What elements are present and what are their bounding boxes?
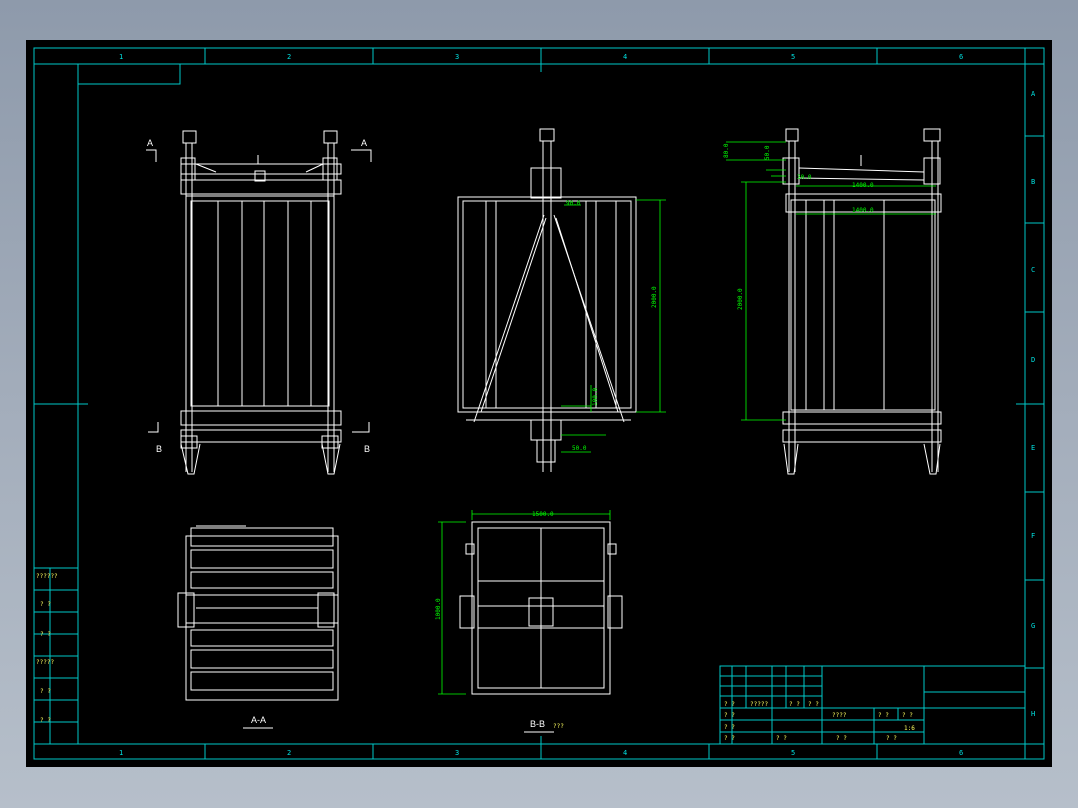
- col-label: 4: [623, 53, 627, 61]
- dim-plan-depth: 1000.0: [435, 598, 442, 620]
- section-bb-view: [459, 521, 623, 695]
- row-label: B: [1031, 178, 1035, 186]
- col-label: 6: [959, 53, 963, 61]
- title-cell: ? ?: [724, 701, 735, 708]
- right-view-dims: [726, 141, 936, 421]
- row-label: A: [1031, 90, 1036, 98]
- dim-side-small: 90.0: [566, 200, 581, 207]
- dim-right-top-a: 80.0: [723, 143, 730, 158]
- row-label: E: [1031, 444, 1035, 452]
- dim-side-base: 50.0: [572, 445, 587, 452]
- row-label: F: [1031, 532, 1035, 540]
- col-label: 3: [455, 749, 459, 757]
- dim-right-top-b: 50.0: [764, 145, 771, 160]
- col-label: 5: [791, 53, 795, 61]
- section-marker-b: B: [156, 444, 162, 454]
- row-label: G: [1031, 622, 1035, 630]
- title-cell: ? ?: [724, 712, 735, 719]
- section-marker-a: A: [147, 138, 153, 148]
- col-label: 1: [119, 749, 123, 757]
- section-marker-a: A: [361, 138, 367, 148]
- row-label: H: [1031, 710, 1035, 718]
- row-label: D: [1031, 356, 1035, 364]
- left-panel-label: ?????: [36, 659, 54, 666]
- section-bb-dims: [438, 510, 611, 695]
- cad-drawing: 1 2 3 4 5 6 1 2 3 4 5 6 A B C D E F G H …: [33, 47, 1045, 760]
- title-block: [719, 665, 1026, 745]
- section-aa-label: A-A: [251, 715, 266, 725]
- title-cell: ????: [832, 712, 847, 719]
- col-label: 6: [959, 749, 963, 757]
- title-cell: ? ?: [878, 712, 889, 719]
- title-cell: ? ?: [789, 701, 800, 708]
- section-bb-label: B-B: [530, 719, 545, 729]
- col-label: 4: [623, 749, 627, 757]
- left-panel-label: ? ?: [40, 601, 51, 608]
- dim-right-width-b: 1400.0: [852, 207, 874, 214]
- title-cell: ? ?: [724, 724, 735, 731]
- title-cell: ? ?: [886, 735, 897, 742]
- dim-side-height: 2000.0: [651, 286, 658, 308]
- title-cell: ? ?: [724, 735, 735, 742]
- dim-right-height: 2000.0: [737, 288, 744, 310]
- col-label: 5: [791, 749, 795, 757]
- title-scale: 1:6: [904, 725, 915, 732]
- left-panel-label: ? ?: [40, 631, 51, 638]
- section-marker-b: B: [364, 444, 370, 454]
- top-left-box: [77, 63, 181, 85]
- dim-right-top-c: 30.0: [797, 174, 812, 181]
- section-aa-view: [177, 525, 339, 701]
- side-view: [457, 128, 637, 472]
- col-label: 2: [287, 53, 291, 61]
- dim-right-width-a: 1400.0: [852, 182, 874, 189]
- right-view: [782, 128, 942, 475]
- title-cell: ? ?: [776, 735, 787, 742]
- dim-plan-width: 1500.0: [532, 511, 554, 518]
- left-panel-label: ? ?: [40, 688, 51, 695]
- col-label: 2: [287, 749, 291, 757]
- col-label: 3: [455, 53, 459, 61]
- row-label: C: [1031, 266, 1035, 274]
- left-panel-label: ? ?: [40, 717, 51, 724]
- title-cell: ? ?: [808, 701, 819, 708]
- col-label: 1: [119, 53, 123, 61]
- left-panel-label: ??????: [36, 573, 58, 580]
- title-cell: ? ?: [902, 712, 913, 719]
- title-cell: ? ?: [836, 735, 847, 742]
- side-view-dims: [561, 199, 666, 453]
- left-panel: [33, 567, 79, 745]
- title-cell: ?????: [750, 701, 768, 708]
- dim-side-gap: 100.0: [592, 388, 599, 406]
- drawing-sheet: 1 2 3 4 5 6 1 2 3 4 5 6 A B C D E F G H …: [26, 40, 1052, 767]
- front-view: [180, 130, 342, 475]
- section-bb-note: ???: [553, 723, 564, 730]
